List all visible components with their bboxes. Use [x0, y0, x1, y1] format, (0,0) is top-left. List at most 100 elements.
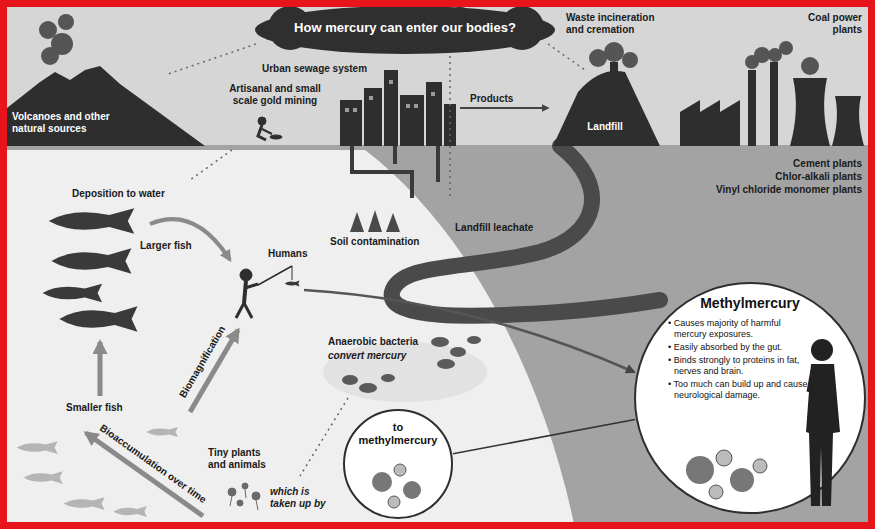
annotation-label: Chlor-alkali plants: [775, 171, 862, 183]
annotation-label: Humans: [268, 248, 307, 260]
city-buildings: [345, 108, 349, 112]
humans-arrow: [304, 290, 634, 372]
products-arrow: [460, 108, 548, 109]
node-label: to methylmercury: [355, 421, 441, 447]
trees: [350, 212, 364, 232]
bullet-text: • Easily absorbed by the gut.: [668, 342, 810, 353]
city-buildings: [340, 70, 456, 146]
trees: [368, 210, 382, 232]
fisher-figure: [245, 284, 258, 288]
dotted-paths: [449, 56, 451, 200]
bacteria: [450, 347, 466, 357]
products-arrow: [460, 107, 548, 109]
gold-miner: [258, 125, 266, 140]
humans-arrow: [304, 290, 634, 372]
node-heading: Methylmercury: [634, 295, 866, 312]
bacteria: [467, 336, 481, 344]
coal-power-plant: [801, 57, 819, 75]
molecule-icon: [372, 464, 421, 508]
bacteria: [431, 337, 449, 347]
annotation-label: Landfill leachate: [455, 222, 533, 234]
smaller-fish: [64, 497, 105, 510]
background: [0, 150, 575, 529]
annotation-label: Waste incineration and cremation: [566, 12, 666, 36]
smaller-fish: [146, 427, 178, 437]
background: [0, 0, 875, 148]
sewage-pipes: [393, 146, 397, 164]
factory: [680, 47, 770, 146]
volcano: [7, 66, 205, 146]
plankton: [230, 489, 258, 510]
molecule-icon: [716, 450, 732, 466]
larger-fish: [51, 248, 131, 274]
annotation-label: Biomagnification: [176, 321, 230, 402]
river: [392, 146, 660, 316]
annotation-label: Tiny plants and animals: [208, 447, 272, 471]
annotation-label: which is taken up by: [270, 486, 330, 510]
city-buildings: [384, 70, 398, 146]
coal-power-plant: [779, 41, 793, 55]
annotation-label: Soil contamination: [330, 236, 419, 248]
fisher-figure: [236, 266, 300, 318]
annotation-label: Artisanal and small scale gold mining: [220, 83, 330, 107]
annotation-label: Vinyl chloride monomer plants: [716, 184, 862, 196]
coal-power-plant: [768, 41, 864, 146]
callout-circle: Methylmercury• Causes majority of harmfu…: [634, 282, 866, 514]
volcano: [7, 14, 205, 146]
dotted-paths: [300, 398, 348, 476]
city-buildings: [406, 104, 410, 108]
volcano: [58, 14, 74, 30]
smaller-fish: [24, 471, 63, 484]
sewage-pipes: [352, 146, 438, 198]
frame: [4, 4, 872, 526]
person-figure: [811, 339, 833, 361]
landfill-mound: [610, 62, 618, 78]
fisher-figure: [240, 269, 252, 281]
city-buildings: [426, 82, 442, 146]
annotation-label: Deposition to water: [72, 188, 165, 200]
annotation-label: Anaerobic bacteria: [328, 336, 418, 348]
gold-miner: [258, 117, 266, 125]
annotation-label: Cement plants: [793, 158, 862, 170]
sewage-pipes: [436, 146, 440, 182]
molecule-icon: [709, 485, 723, 499]
plankton: [228, 488, 236, 496]
dotted-paths: [168, 44, 256, 74]
city-buildings: [340, 100, 362, 146]
bullet-text: • Too much can build up and cause neurol…: [668, 379, 810, 401]
city-buildings: [400, 95, 424, 146]
cloud: [255, 6, 555, 54]
annotation-label: Volcanoes and other natural sources: [12, 111, 134, 135]
annotation-label: Landfill: [587, 121, 623, 133]
molecule-icon: [394, 464, 406, 476]
annotation-label: Products: [470, 93, 513, 105]
frame: [4, 4, 872, 526]
city-buildings: [389, 80, 393, 84]
molecule-icon: [686, 450, 767, 499]
dotted-paths: [548, 44, 585, 70]
molecule-icon: [730, 468, 754, 492]
smaller-fish: [17, 441, 58, 454]
dotted-paths: [168, 44, 585, 476]
river: [392, 146, 660, 316]
bacteria: [437, 359, 455, 369]
molecule-icon: [686, 456, 714, 484]
landfill-mound: [553, 42, 660, 146]
cycle-arrows: [150, 219, 230, 260]
cloud: [255, 6, 555, 54]
plankton: [252, 492, 260, 500]
fisher-figure: [292, 266, 293, 280]
gold-miner: [258, 117, 282, 140]
zoom-circle: to methylmercury: [343, 409, 453, 519]
city-buildings: [369, 96, 373, 100]
larger-fish: [43, 284, 103, 303]
larger-fish: [43, 208, 138, 332]
bacteria: [359, 383, 377, 393]
gold-miner: [262, 129, 272, 134]
factory: [748, 70, 756, 146]
city-buildings: [353, 108, 357, 112]
plankton: [237, 500, 243, 506]
fisher-figure: [236, 303, 252, 318]
zoom-connector: [453, 420, 635, 454]
